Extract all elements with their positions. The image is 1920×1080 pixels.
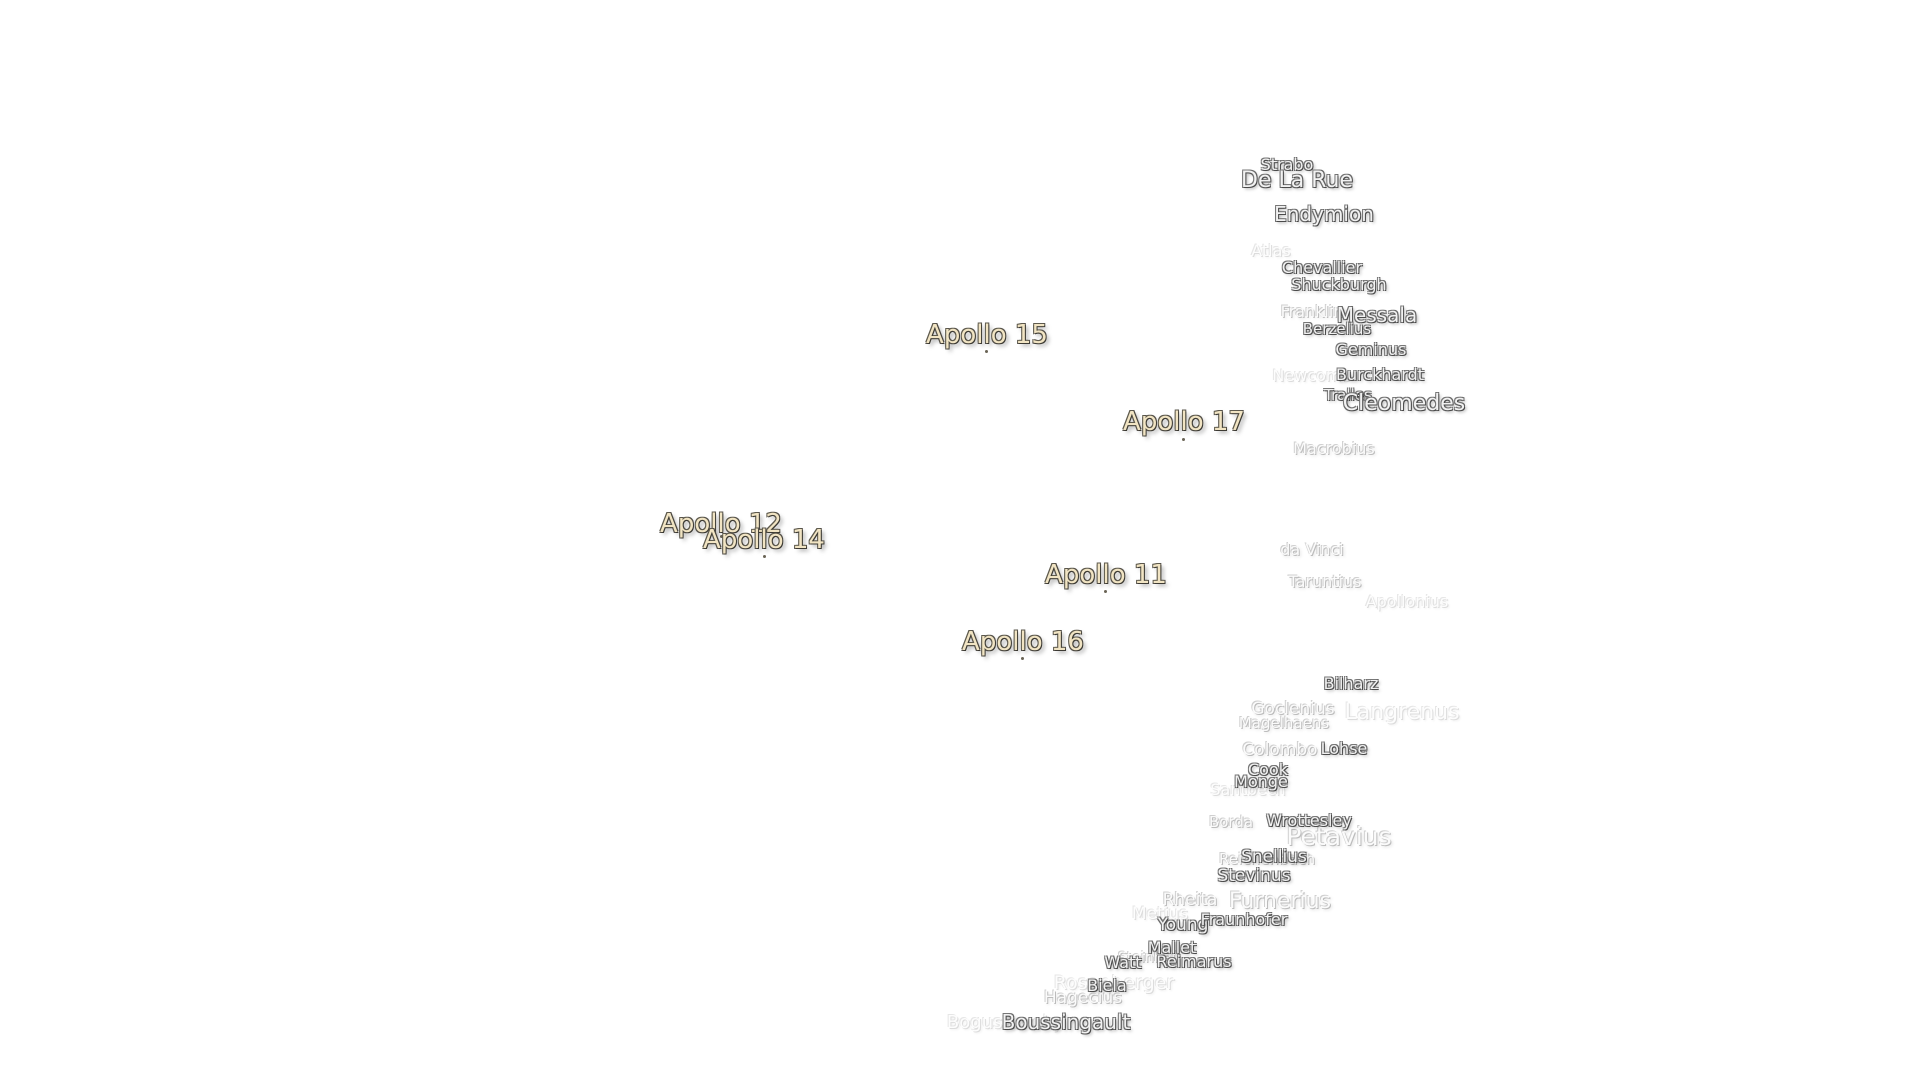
crater-label-macrobius: Macrobius — [1293, 439, 1375, 458]
crater-label-fraunhofer: Fraunhofer — [1200, 910, 1288, 929]
crater-label-borda: Borda — [1208, 813, 1254, 831]
apollo-16-label[interactable]: Apollo 16 — [962, 627, 1084, 657]
crater-label-watt: Watt — [1104, 953, 1142, 972]
crater-label-rosenberger: Rosenberger — [1053, 972, 1175, 994]
apollo-17-label[interactable]: Apollo 17 — [1123, 407, 1245, 437]
crater-label-cleomedes: Cleomedes — [1342, 391, 1466, 416]
crater-label-endymion: Endymion — [1274, 202, 1374, 226]
crater-label-steinheil: Steinheil — [1118, 950, 1180, 966]
crater-label-stevinus: Stevinus — [1217, 866, 1291, 886]
crater-label-shuckburgh: Shuckburgh — [1291, 275, 1387, 294]
crater-label-chevallier: Chevallier — [1281, 258, 1363, 277]
crater-label-boguslawsky: Boguslawsky — [946, 1012, 1064, 1033]
crater-label-snellius: Snellius — [1241, 847, 1307, 867]
apollo-17-marker[interactable] — [1182, 438, 1185, 441]
apollo-14-marker[interactable] — [763, 555, 766, 558]
crater-label-berzelius: Berzelius — [1302, 320, 1372, 338]
apollo-14-label[interactable]: Apollo 14 — [703, 525, 825, 555]
crater-label-de-la-rue: De La Rue — [1241, 168, 1353, 193]
crater-label-boussingault: Boussingault — [1001, 1010, 1131, 1034]
crater-label-wrottesley: Wrottesley — [1266, 811, 1352, 830]
crater-label-newcomb: Newcomb — [1272, 366, 1352, 385]
apollo-11-marker[interactable] — [1104, 590, 1107, 593]
crater-label-apollonius: Apollonius — [1365, 592, 1449, 611]
crater-label-furnerius: Furnerius — [1228, 889, 1332, 914]
crater-label-lohse: Lohse — [1320, 739, 1368, 758]
apollo-15-label[interactable]: Apollo 15 — [926, 320, 1048, 350]
crater-label-monge: Monge — [1234, 772, 1288, 791]
crater-label-reichenbach: Reichenbach — [1219, 850, 1316, 868]
crater-label-strabo: Strabo — [1260, 155, 1314, 174]
crater-label-petavius: Petavius — [1286, 822, 1392, 851]
crater-label-bilharz: Bilharz — [1323, 674, 1379, 693]
crater-label-tralles: Tralles — [1324, 386, 1372, 404]
crater-label-young: Young — [1157, 915, 1209, 935]
crater-label-reimarus: Reimarus — [1156, 952, 1232, 971]
crater-label-burckhardt: Burckhardt — [1335, 365, 1425, 384]
crater-label-geminus: Geminus — [1335, 340, 1407, 359]
crater-label-langrenus: Langrenus — [1344, 700, 1460, 725]
crater-label-mallet: Mallet — [1147, 938, 1197, 957]
crater-label-rheita: Rheita — [1162, 890, 1218, 910]
crater-label-metius: Metius — [1131, 904, 1189, 924]
apollo-12-label[interactable]: Apollo 12 — [660, 509, 782, 539]
crater-label-franklin: Franklin — [1280, 302, 1344, 321]
apollo-11-label[interactable]: Apollo 11 — [1045, 560, 1167, 590]
crater-label-atlas: Atlas — [1251, 241, 1291, 260]
crater-label-goclenius: Goclenius — [1251, 699, 1335, 719]
crater-label-da-vinci: da Vinci — [1280, 540, 1344, 559]
apollo-12-marker[interactable] — [720, 535, 723, 538]
crater-label-santbech: Santbech — [1210, 780, 1286, 799]
crater-label-cook: Cook — [1247, 760, 1289, 779]
crater-label-messala: Messala — [1336, 303, 1418, 327]
crater-label-hagecius: Hagecius — [1043, 988, 1123, 1008]
crater-label-biela: Biela — [1087, 976, 1127, 995]
crater-label-taruntius: Taruntius — [1288, 572, 1362, 591]
crater-label-colombo: Colombo — [1242, 740, 1318, 760]
apollo-16-marker[interactable] — [1021, 657, 1024, 660]
apollo-15-marker[interactable] — [985, 350, 988, 353]
crater-label-magelhaens: Magelhaens — [1238, 714, 1330, 732]
